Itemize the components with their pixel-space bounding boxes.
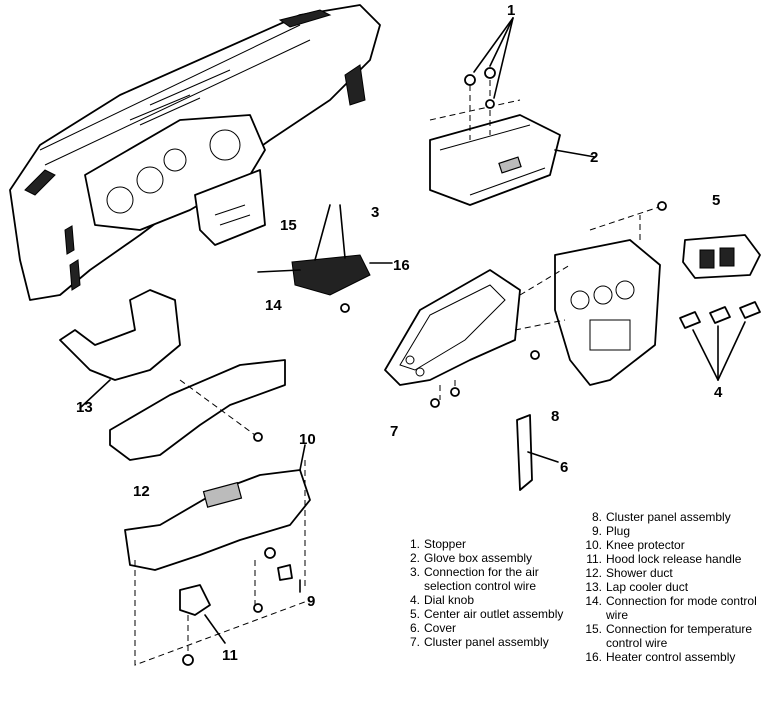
callout-6: 6 (560, 459, 569, 476)
legend-item: 3. Connection for the air selection contr… (400, 565, 570, 593)
callout-10: 10 (299, 431, 316, 448)
legend-number: 12. (585, 566, 602, 580)
legend-number: 10. (585, 538, 602, 552)
air-outlet-drawing (679, 234, 761, 381)
callout-12: 12 (133, 483, 150, 500)
callout-4: 4 (714, 384, 723, 401)
legend-item: 2. Glove box assembly (400, 551, 570, 565)
legend-item: 12. Shower duct (582, 566, 757, 580)
legend-number: 11. (586, 552, 602, 566)
legend-text: Glove box assembly (424, 551, 533, 565)
callout-3: 3 (371, 204, 380, 221)
legend-item: 10. Knee protector (582, 538, 757, 552)
legend-text: Cluster panel assembly (606, 510, 731, 524)
legend-text: Cluster panel assembly (424, 635, 549, 649)
legend-number: 14. (585, 594, 602, 608)
legend-number: 3. (409, 565, 420, 579)
legend-number: 7. (409, 635, 420, 649)
callout-13: 13 (76, 399, 93, 416)
duct-drawing (59, 289, 286, 461)
legend-right: 8. Cluster panel assembly 9. Plug 10. Knee … (582, 510, 757, 664)
callout-15: 15 (280, 217, 297, 234)
legend-text: Dial knob (424, 593, 475, 607)
callout-7: 7 (390, 423, 399, 440)
legend-number: 2. (409, 551, 420, 565)
legend-item: 6. Cover (400, 621, 570, 635)
legend-number: 6. (409, 621, 420, 635)
callout-16: 16 (393, 257, 410, 274)
legend-number: 16. (585, 650, 602, 664)
legend-text: Plug (606, 524, 631, 538)
callout-2: 2 (590, 149, 599, 166)
legend-text: Connection for the air selection control… (424, 565, 539, 593)
legend-text: Cover (424, 621, 457, 635)
legend-item: 11. Hood lock release handle (582, 552, 757, 566)
legend-number: 5. (409, 607, 420, 621)
callout-1: 1 (507, 2, 516, 19)
callout-8: 8 (551, 408, 560, 425)
legend-left: 1. Stopper 2. Glove box assembly 3. Connect… (400, 537, 570, 649)
callout-11: 11 (222, 647, 238, 664)
knee-protector-drawing (124, 444, 311, 666)
legend-number: 4. (409, 593, 420, 607)
legend-item: 9. Plug (582, 524, 757, 538)
legend-text: Heater control assembly (606, 650, 736, 664)
legend-item: 7. Cluster panel assembly (400, 635, 570, 649)
legend-number: 1. (409, 537, 420, 551)
legend-text: Connection for temperature control wire (606, 622, 753, 650)
heater-control-drawing (257, 204, 393, 313)
legend-item: 15. Connection for temperature control wi… (582, 622, 757, 650)
cover-drawing (516, 414, 559, 491)
legend-item: 13. Lap cooler duct (582, 580, 757, 594)
dashboard-drawing (9, 4, 381, 301)
legend-item: 5. Center air outlet assembly (400, 607, 570, 621)
legend-number: 13. (585, 580, 602, 594)
glove-box-drawing (429, 17, 596, 206)
legend-item: 4. Dial knob (400, 593, 570, 607)
legend-text: Shower duct (606, 566, 673, 580)
legend-text: Lap cooler duct (606, 580, 689, 594)
legend-text: Stopper (424, 537, 467, 551)
legend-text: Connection for mode control wire (606, 594, 757, 622)
legend-text: Knee protector (606, 538, 685, 552)
callout-5: 5 (712, 192, 721, 209)
callout-14: 14 (265, 297, 282, 314)
legend-item: 14. Connection for mode control wire (582, 594, 757, 622)
legend-item: 16. Heater control assembly (582, 650, 757, 664)
legend-text: Center air outlet assembly (424, 607, 564, 621)
callout-9: 9 (307, 593, 316, 610)
cluster-panel-drawing (384, 201, 667, 408)
legend-item: 8. Cluster panel assembly (582, 510, 757, 524)
legend-number: 15. (585, 622, 602, 636)
legend-number: 8. (591, 510, 602, 524)
legend-text: Hood lock release handle (606, 552, 742, 566)
legend-item: 1. Stopper (400, 537, 570, 551)
legend-number: 9. (591, 524, 602, 538)
